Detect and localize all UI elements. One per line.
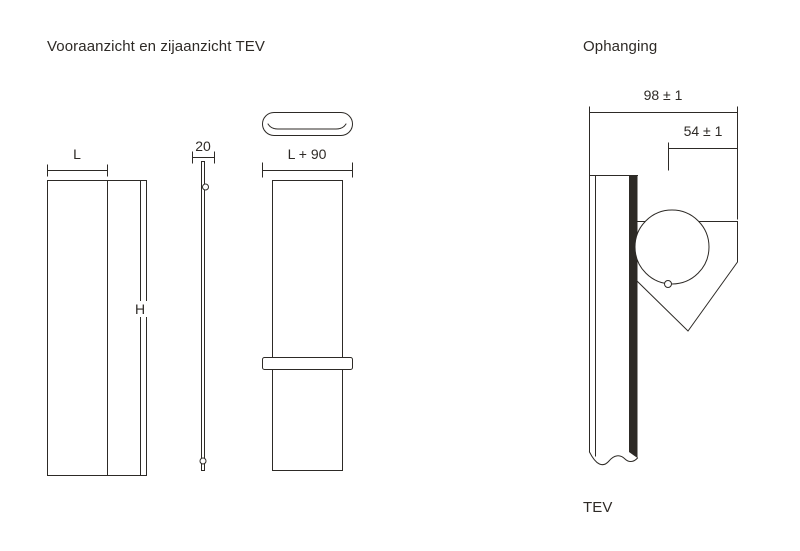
- profile-dark-band: [629, 175, 638, 458]
- profile-break-line: [588, 451, 639, 466]
- front-view-collector: [262, 112, 353, 471]
- radiator-front-outline: [47, 180, 147, 476]
- mounting-hole-top: [202, 183, 209, 191]
- dim-label-width: L: [73, 146, 81, 162]
- mounting-view: [588, 106, 738, 466]
- mounting-band: [262, 357, 353, 370]
- dim-label-depth: 20: [195, 138, 211, 154]
- dim-label-collector-width: L + 90: [287, 146, 327, 162]
- dim-label-bracket-offset: 54 ± 1: [683, 123, 723, 139]
- section-title-mounting: Ophanging: [583, 38, 658, 55]
- section-title-views: Vooraanzicht en zijaanzicht TEV: [47, 38, 265, 55]
- collector-inner-line: [267, 123, 347, 130]
- hook-pin: [664, 280, 672, 288]
- dim-label-bracket-total: 98 ± 1: [643, 87, 683, 103]
- side-view: [192, 151, 215, 471]
- model-caption: TEV: [583, 499, 613, 516]
- dim-label-height: H: [130, 301, 150, 317]
- radiator-column-outline: [272, 180, 343, 471]
- front-view: [47, 164, 147, 476]
- side-profile-outline: [201, 161, 205, 471]
- hook-circle: [634, 209, 710, 285]
- mounting-hole-bottom: [199, 457, 207, 465]
- collector-top-outline: [262, 112, 353, 136]
